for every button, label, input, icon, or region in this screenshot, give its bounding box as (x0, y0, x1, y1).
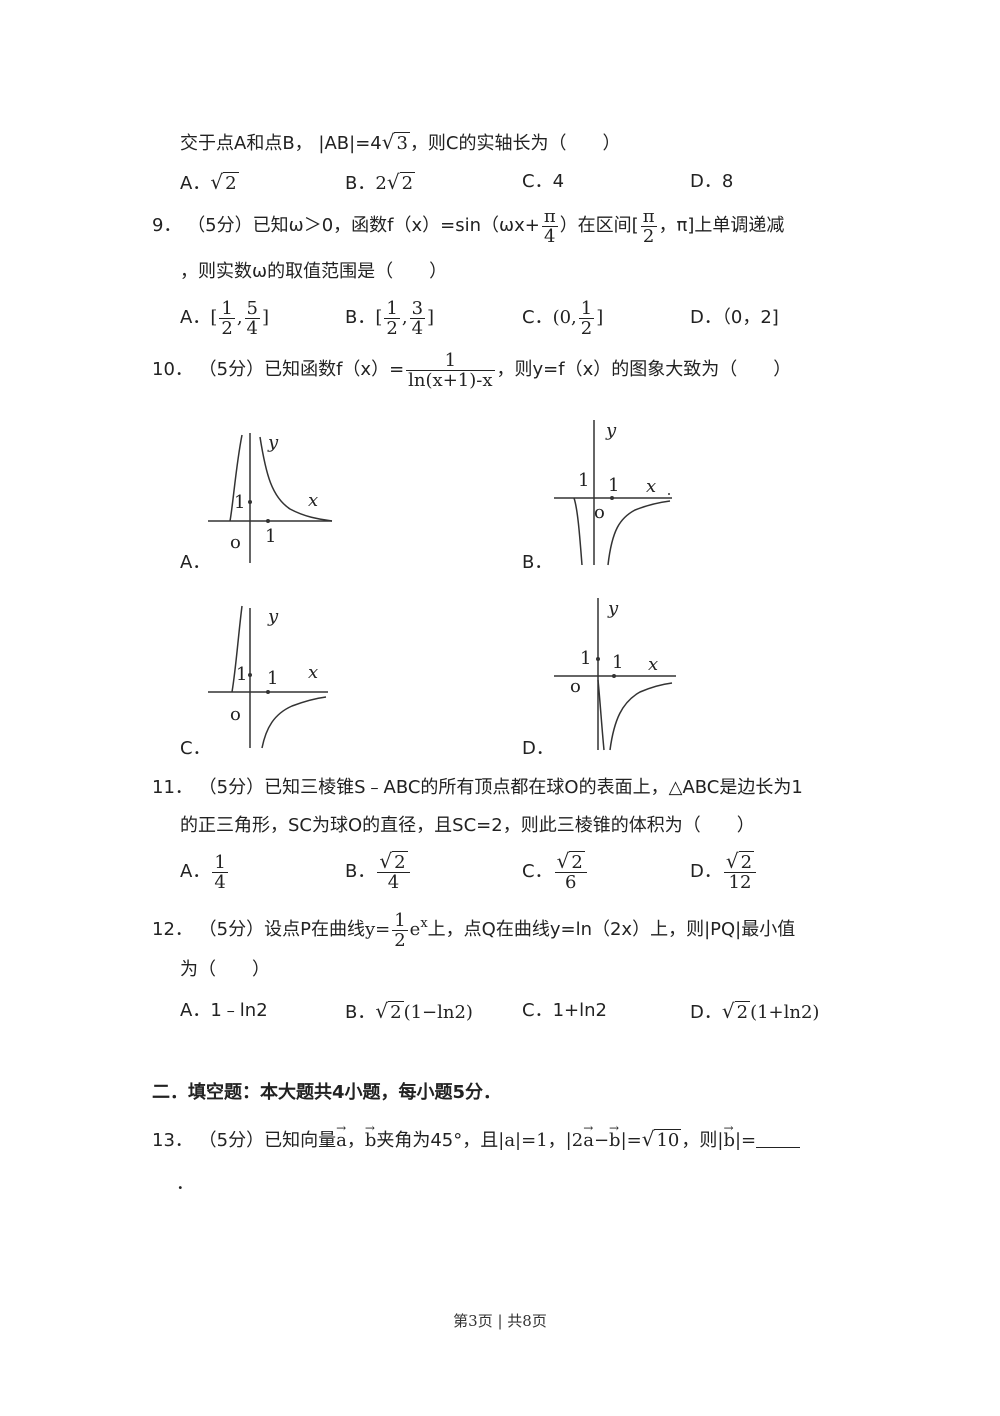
q13-score: （5分） (198, 1130, 265, 1151)
axis-y-label: y (608, 598, 619, 619)
origin-label: o (230, 532, 241, 553)
graph-c-label: C． (180, 738, 211, 759)
q10-graph-b[interactable] (550, 410, 690, 570)
q12-option-c[interactable]: C．1+ln2 (522, 1000, 607, 1021)
axis-x-label: x (648, 654, 659, 675)
tick-label: 1 (265, 526, 277, 547)
q10-score: （5分） (198, 359, 265, 380)
tick-label: 1 (234, 492, 246, 513)
q10-number: 10． (152, 359, 193, 380)
q8-tail: ，则C的实轴长为（ ） (409, 133, 621, 154)
q12-option-b[interactable]: B．√2(1−ln2) (345, 999, 473, 1023)
q8-sqrt3: √3 (381, 130, 410, 154)
curve-right (259, 436, 333, 522)
q8-option-a[interactable]: A．√2 (180, 170, 239, 194)
tick-label: 1 (267, 668, 279, 689)
q11-line2: 的正三角形，SC为球O的直径，且SC=2，则此三棱锥的体积为（ ） (180, 815, 755, 836)
axis-x-label: x (646, 476, 657, 497)
q12-line2: 为（ ） (180, 959, 270, 980)
answer-blank[interactable] (756, 1129, 801, 1148)
q13-number: 13． (152, 1130, 193, 1151)
graph-b-label: B． (522, 552, 553, 573)
q12-number: 12． (152, 919, 193, 940)
q10-graph-d[interactable] (550, 590, 690, 755)
tick-label: 1 (236, 664, 248, 685)
q9-score: （5分） (187, 215, 253, 236)
q9-line2: ，则实数ω的取值范围是（ ） (180, 261, 448, 282)
curve-left (229, 434, 243, 522)
q9-number: 9． (152, 215, 182, 236)
tick-label: 1 (580, 648, 592, 669)
q8-option-b[interactable]: B．2√2 (345, 170, 416, 194)
tick-label: 1 (612, 652, 624, 673)
q9-option-d[interactable]: D．（0，2] (690, 307, 779, 328)
q13-line: 13． （5分）已知向量a，b夹角为45°，且|a|=1，|2a−b|=√10，… (152, 1111, 801, 1158)
axis-x-label: x (308, 662, 319, 683)
q8-option-d[interactable]: D．8 (690, 171, 734, 192)
q8-text: 交于点A和点B， (180, 133, 313, 154)
graph-d-label: D． (522, 738, 554, 759)
q11-line1: 11． （5分）已知三棱锥S﹣ABC的所有顶点都在球O的表面上，△ABC是边长为… (152, 777, 803, 798)
page-footer: 第3页 | 共8页 (453, 1312, 547, 1330)
q12-score: （5分） (198, 919, 265, 940)
q12-option-d[interactable]: D．√2(1+ln2) (690, 999, 820, 1023)
q13-period: ． (176, 1173, 194, 1194)
tick-label: 1 (578, 470, 590, 491)
q10-graph-a[interactable] (200, 425, 340, 570)
axis-y-label: y (606, 420, 617, 441)
section-title: 二．填空题：本大题共4小题，每小题5分． (152, 1082, 502, 1103)
q12-option-a[interactable]: A．1﹣ln2 (180, 1000, 268, 1021)
q8-option-c[interactable]: C．4 (522, 171, 565, 192)
origin-label: o (230, 704, 241, 725)
q11-number: 11． (152, 777, 193, 798)
origin-label: o (594, 502, 605, 523)
axis-x-label: x (308, 490, 319, 511)
axis-y-label: y (268, 606, 279, 627)
q8-line: 交于点A和点B， |AB|=4√3，则C的实轴长为（ ） (180, 130, 621, 156)
q10-graph-c[interactable] (200, 598, 340, 753)
tick-label: 1 (608, 475, 620, 496)
origin-label: o (570, 676, 581, 697)
q8-ab: |AB|=4 (318, 133, 382, 154)
q11-score: （5分） (198, 777, 265, 798)
graph-a-label: A． (180, 552, 211, 573)
axis-y-label: y (268, 432, 279, 453)
